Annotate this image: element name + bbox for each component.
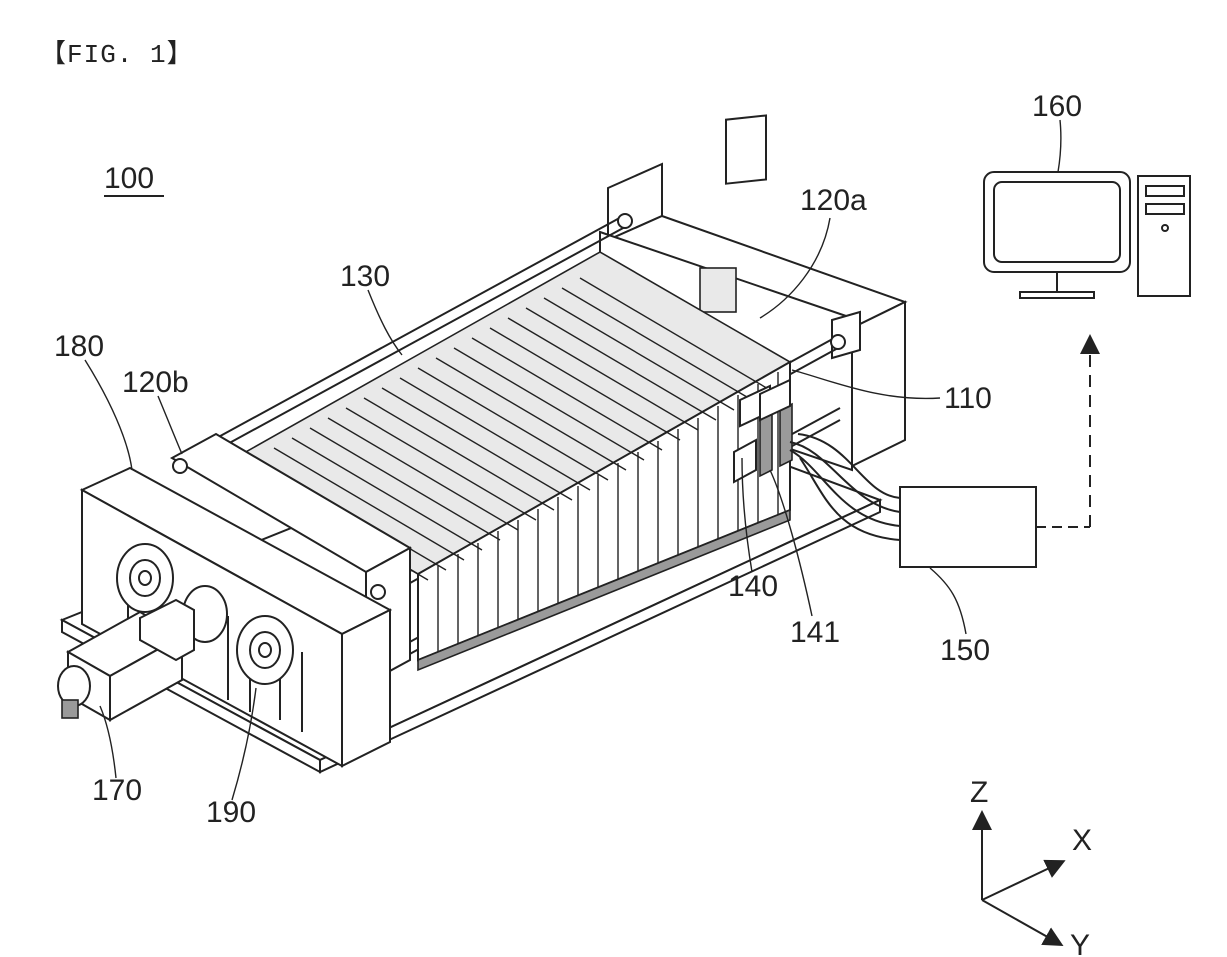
label-170: 170: [92, 774, 142, 807]
coordinate-axes: Z X Y: [970, 776, 1092, 957]
label-160: 160: [1032, 90, 1082, 123]
figure-title: 【FIG. 1】: [40, 40, 194, 70]
label-141: 141: [790, 616, 840, 649]
axis-z-label: Z: [970, 776, 988, 809]
axis-y-label: Y: [1070, 929, 1090, 957]
label-100: 100: [104, 162, 154, 195]
label-120b: 120b: [122, 366, 189, 399]
axis-x-label: X: [1072, 824, 1092, 857]
label-130: 130: [340, 260, 390, 293]
controller-box: [900, 338, 1090, 567]
label-140: 140: [728, 570, 778, 603]
computer: [984, 172, 1190, 298]
stacking-apparatus: [58, 115, 905, 772]
label-190: 190: [206, 796, 256, 829]
label-180: 180: [54, 330, 104, 363]
label-120a: 120a: [800, 184, 867, 217]
label-110: 110: [944, 382, 992, 415]
label-150: 150: [940, 634, 990, 667]
